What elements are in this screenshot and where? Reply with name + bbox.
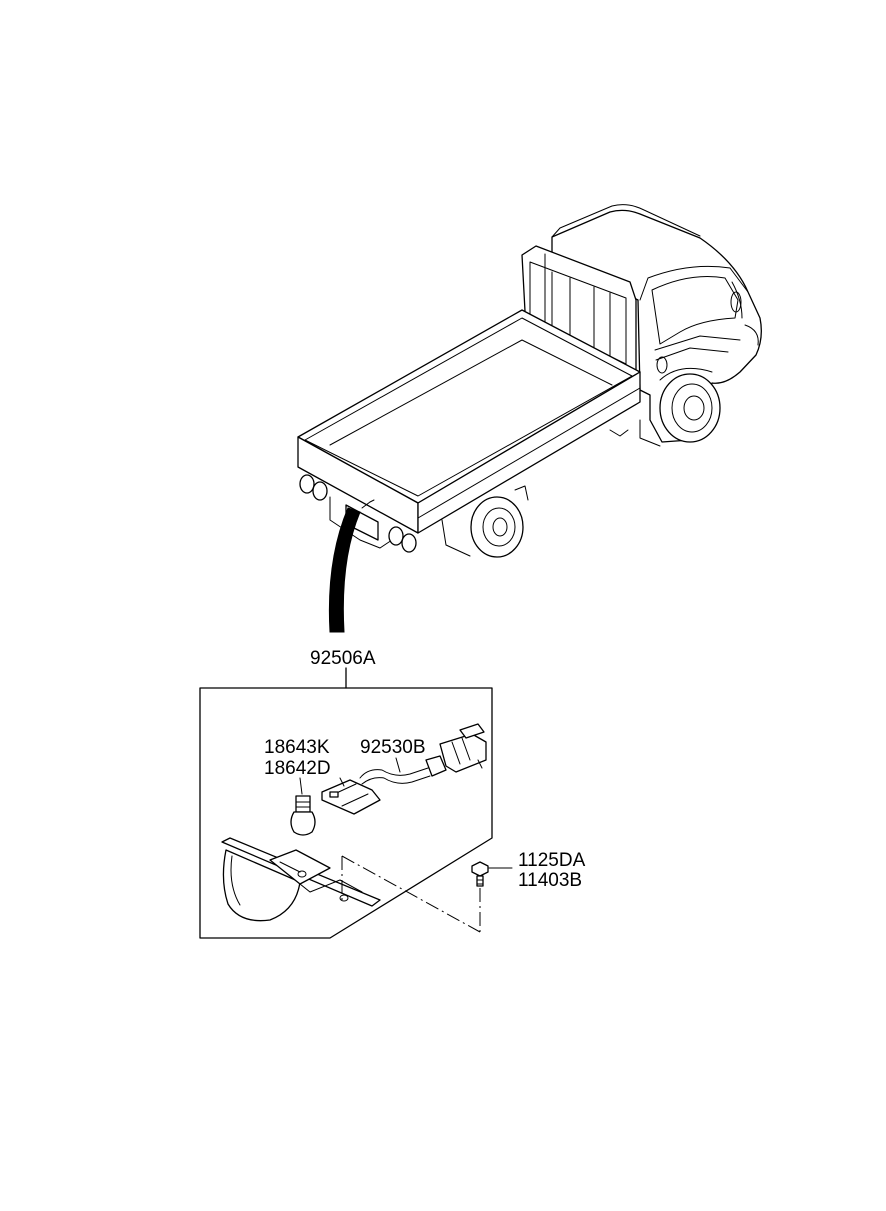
mounting-line bbox=[341, 855, 481, 933]
leader-wiring bbox=[395, 757, 401, 773]
truck-bed bbox=[297, 309, 641, 534]
label-bulb-1: 18643K bbox=[264, 737, 330, 758]
assembly-frame bbox=[199, 667, 493, 939]
label-bulb-2: 18642D bbox=[264, 758, 331, 779]
truck-cab bbox=[551, 204, 762, 447]
lamp-housing-part bbox=[221, 837, 381, 922]
callout-arrow bbox=[328, 507, 361, 633]
leader-bulb bbox=[299, 777, 303, 795]
leader-socket bbox=[339, 777, 345, 787]
rear-axle bbox=[329, 429, 629, 558]
bulb-part bbox=[290, 795, 316, 836]
label-screw-1: 1125DA bbox=[518, 850, 586, 871]
screw-part bbox=[471, 861, 513, 932]
socket-wiring-part bbox=[321, 723, 487, 815]
label-assembly: 92506A bbox=[310, 648, 376, 669]
label-screw-2: 11403B bbox=[518, 870, 582, 891]
label-wiring: 92530B bbox=[360, 737, 426, 758]
truck-illustration bbox=[297, 204, 762, 633]
